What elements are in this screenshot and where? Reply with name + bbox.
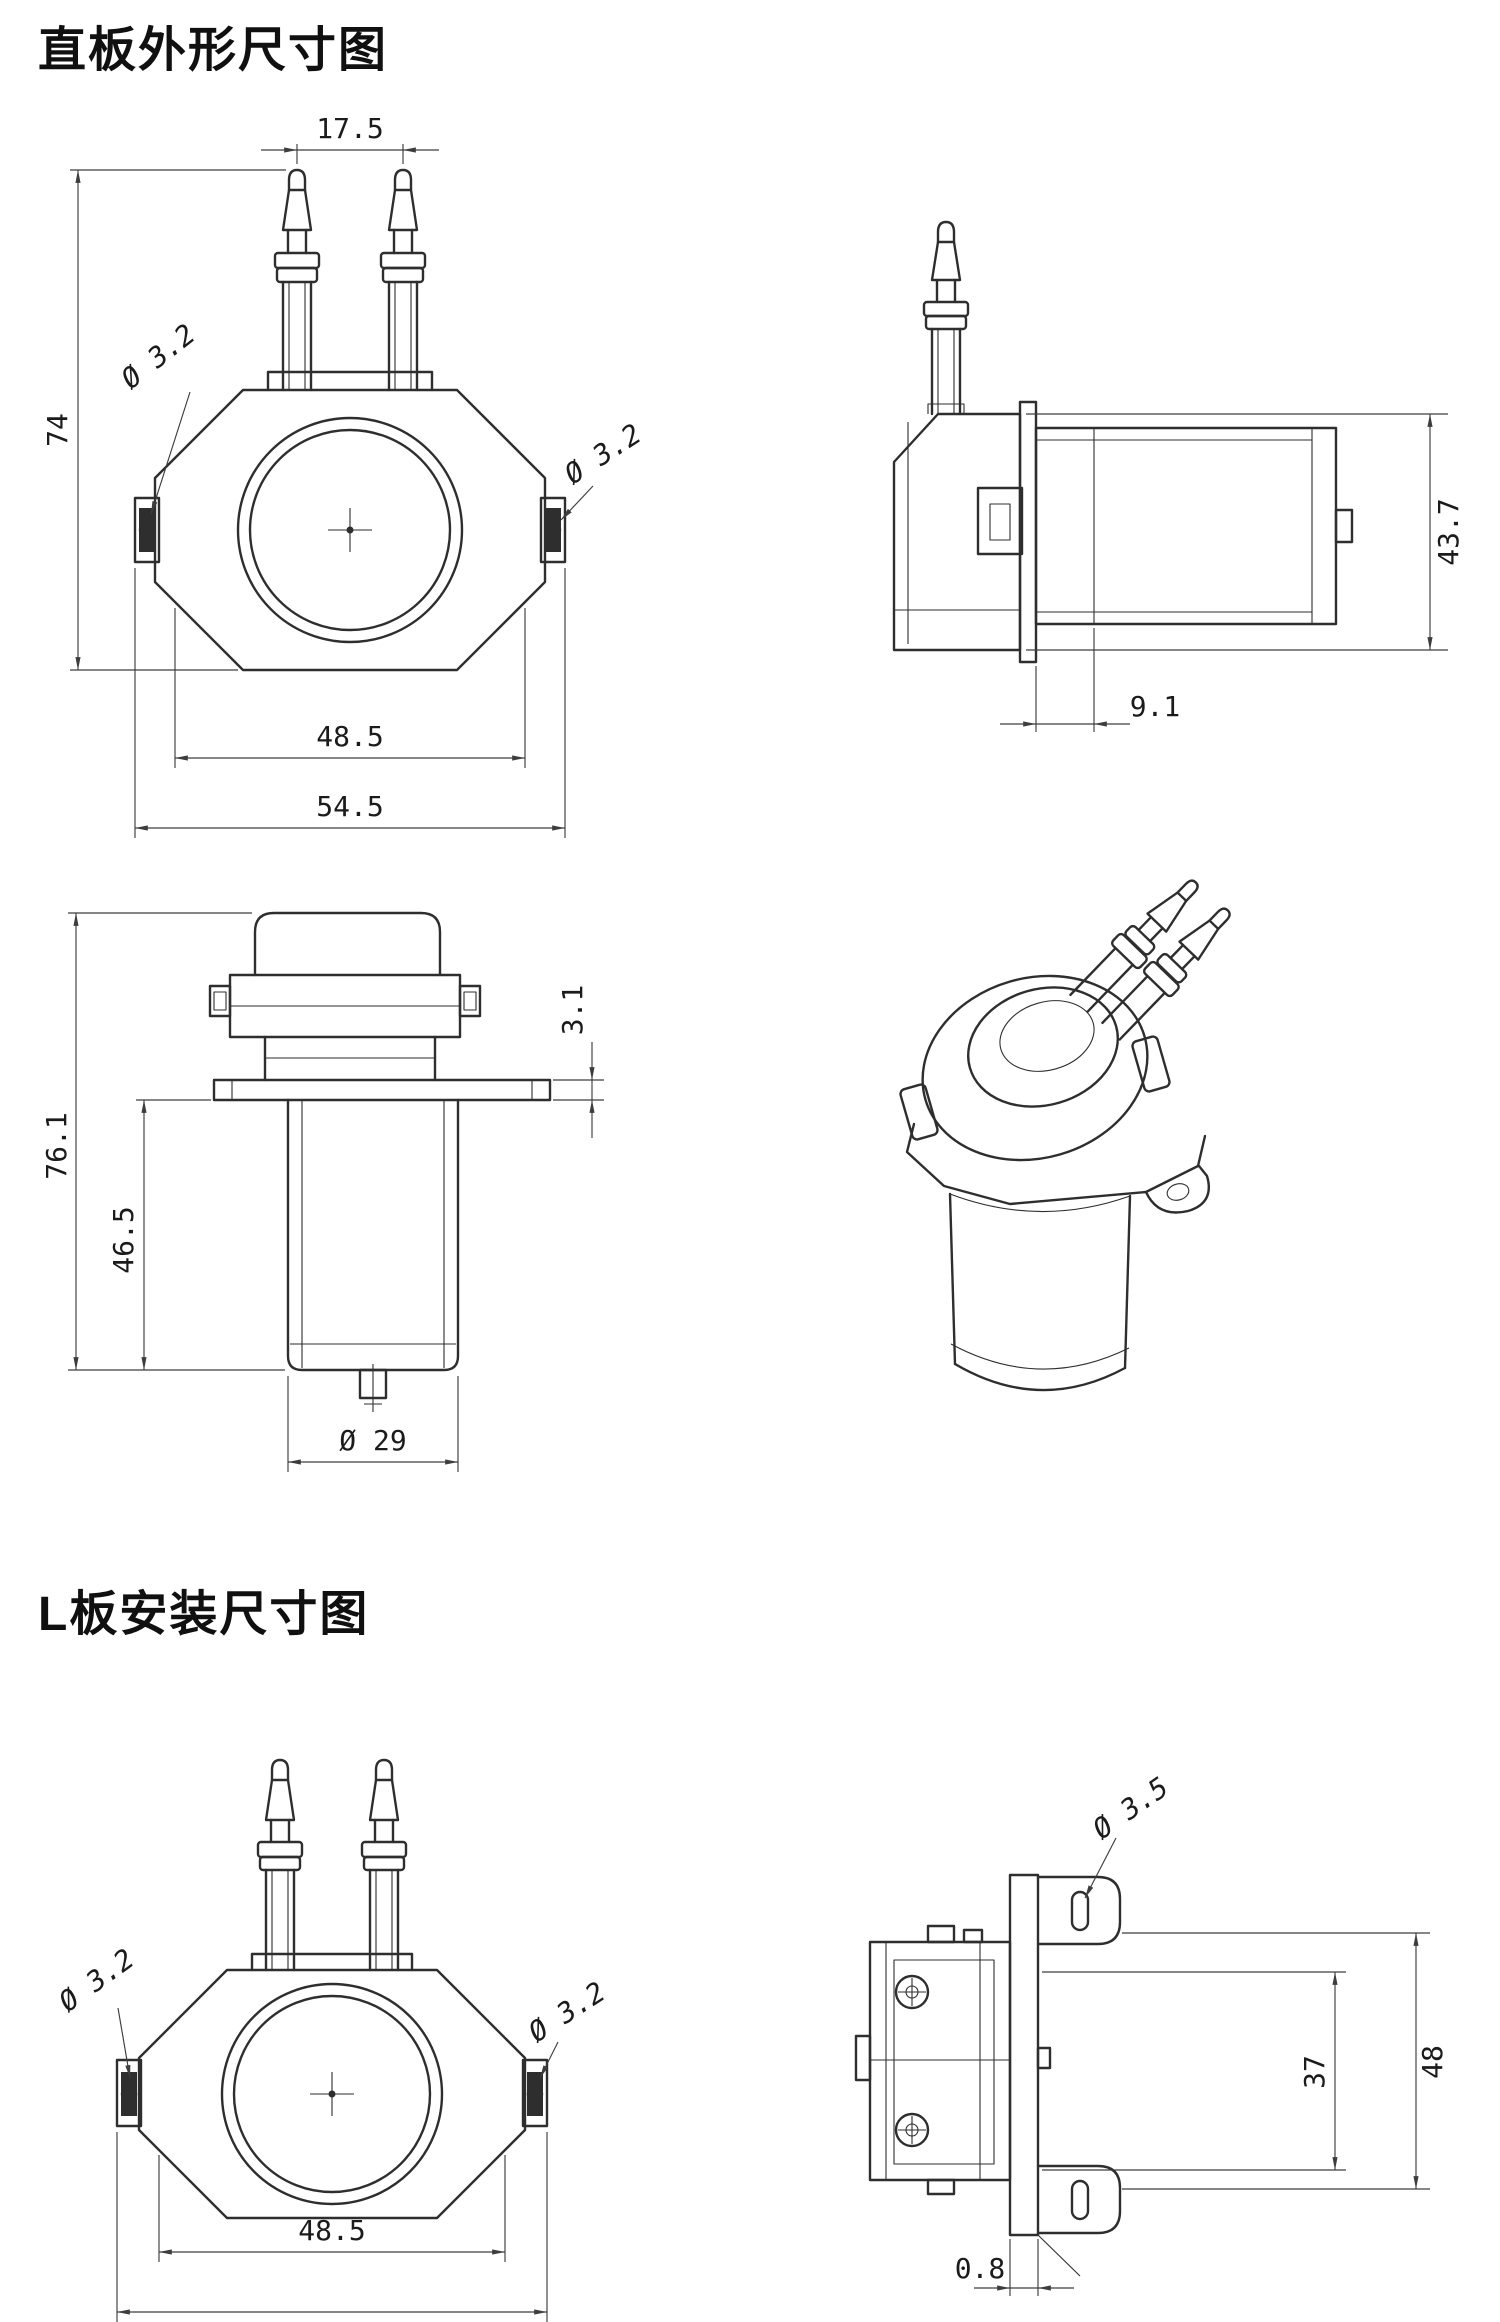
clamp-right — [539, 496, 567, 564]
dim-text-overall-height: 74 — [41, 413, 74, 447]
nozzle-mounting-boss — [250, 1952, 414, 1972]
dim-bracket-height: 48 — [1122, 1932, 1449, 2190]
dim-plate-offset: 9.1 — [1000, 628, 1180, 732]
nozzle-right — [360, 1758, 408, 1972]
dim-width-inner: 48.5 — [158, 2155, 506, 2262]
iso-flange — [905, 1122, 1211, 1214]
l-plate-front-view: Ø 3.2 Ø 3.2 48.5 — [53, 1758, 611, 2322]
dim-nozzle-spacing: 17.5 — [261, 112, 439, 164]
dim-hole-spacing: 37 — [1042, 1971, 1346, 2171]
dim-text-plate-thickness: 0.8 — [955, 2252, 1006, 2285]
isometric-view — [899, 879, 1231, 1392]
dim-text-hole-left: Ø 3.2 — [53, 1942, 141, 2018]
dim-text-motor-height: 46.5 — [107, 1206, 140, 1273]
dim-width-outer: 54.5 — [134, 568, 566, 838]
dim-text-motor-diameter: Ø 29 — [339, 1424, 406, 1457]
dim-body-height: 43.7 — [1026, 413, 1465, 651]
nozzle-mounting-boss — [266, 370, 434, 392]
dim-overall-height-elev: 76.1 — [40, 912, 285, 1371]
mounting-flange — [212, 1078, 552, 1102]
dim-text-flange-thickness: 3.1 — [556, 985, 589, 1036]
nozzle-side — [922, 220, 970, 416]
dim-plate-thickness: 0.8 — [955, 2234, 1081, 2296]
dim-motor-height: 46.5 — [107, 1099, 211, 1370]
dim-text-width-inner: 48.5 — [316, 720, 383, 753]
dim-text-bracket-hole: Ø 3.5 — [1087, 1771, 1175, 1846]
dim-text-hole-spacing: 37 — [1298, 2055, 1331, 2089]
dim-text-plate-offset: 9.1 — [1130, 690, 1181, 723]
motor-end — [854, 1924, 1052, 2196]
clamp-right — [521, 2058, 549, 2128]
straight-plate-elevation-view: 76.1 46.5 3.1 Ø 29 — [40, 911, 604, 1472]
nozzle-left — [273, 168, 321, 392]
dim-hole-left: Ø 3.2 — [115, 318, 202, 515]
iso-motor — [948, 1192, 1132, 1392]
section-title-straight-plate: 直板外形尺寸图 — [38, 24, 389, 77]
dim-text-width-outer: 54.5 — [316, 790, 383, 823]
l-plate-side-view: Ø 3.5 37 48 0.8 — [854, 1771, 1449, 2296]
iso-nozzle-right — [1101, 907, 1231, 1041]
pump-head-side — [892, 403, 1024, 652]
pump-head-back — [208, 911, 482, 1082]
nozzle-left — [256, 1758, 304, 1972]
dim-text-hole-right: Ø 3.2 — [558, 417, 647, 491]
section-title-l-plate: L板安装尺寸图 — [38, 1588, 370, 1641]
straight-plate-front-view: 17.5 74 Ø 3.2 Ø 3.2 48.5 54.5 — [41, 112, 647, 838]
dim-flange-thickness: 3.1 — [553, 985, 604, 1138]
dim-text-overall-height-elev: 76.1 — [40, 1112, 73, 1179]
dim-text-hole-right: Ø 3.2 — [522, 1975, 611, 2049]
dim-hole-left: Ø 3.2 — [53, 1942, 141, 2079]
pump-head — [153, 388, 547, 672]
dim-hole-right: Ø 3.2 — [558, 417, 647, 521]
dim-width-inner: 48.5 — [174, 608, 526, 768]
motor-body — [286, 1098, 460, 1412]
clamp-left — [133, 496, 161, 564]
pump-head — [137, 1968, 527, 2220]
dim-text-body-height: 43.7 — [1432, 498, 1465, 565]
clamp-left — [115, 2058, 143, 2128]
dim-hole-right: Ø 3.2 — [522, 1975, 611, 2079]
nozzle-right — [379, 168, 427, 392]
dim-motor-diameter: Ø 29 — [287, 1376, 459, 1472]
l-bracket — [1008, 1873, 1122, 2237]
motor-side — [1034, 426, 1354, 626]
straight-plate-side-view: 43.7 9.1 — [892, 220, 1465, 732]
dim-bracket-hole: Ø 3.5 — [1084, 1771, 1175, 1899]
dim-width-outer-cropped — [116, 2132, 548, 2322]
dim-text-bracket-height: 48 — [1416, 2045, 1449, 2079]
dim-overall-height: 74 — [41, 169, 286, 671]
dim-text-nozzle-spacing: 17.5 — [316, 112, 383, 145]
dim-text-width-inner: 48.5 — [298, 2214, 365, 2247]
dim-text-hole-left: Ø 3.2 — [115, 318, 202, 396]
iso-nozzle-left — [1069, 879, 1199, 1013]
iso-pump-head — [899, 974, 1171, 1162]
